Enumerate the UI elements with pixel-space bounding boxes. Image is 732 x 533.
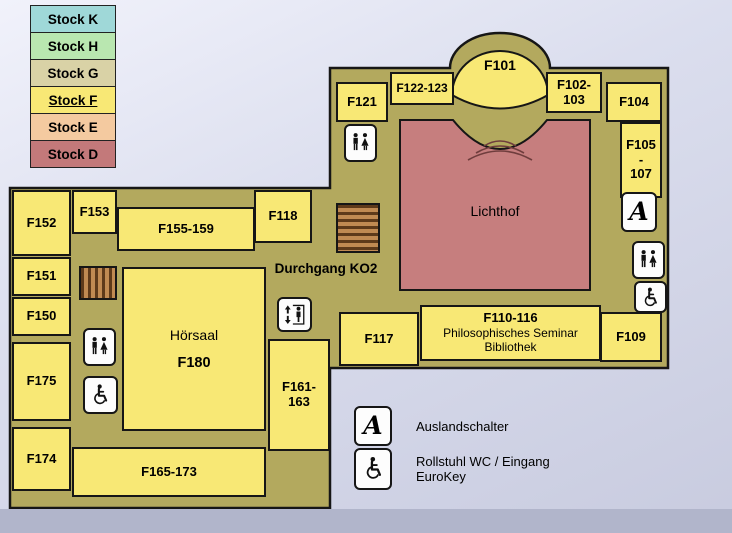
wc-glyph [92,337,108,355]
legend-row-auslandschalter: A Auslandschalter [354,406,509,446]
elevator-glyph [285,304,305,325]
floor-selector: Stock K Stock H Stock G Stock F Stock E … [30,5,116,168]
auslandschalter-icon-east: A [621,192,657,232]
auslandschalter-label: Auslandschalter [416,418,509,434]
hoersaal-name: Hörsaal [169,326,219,343]
lichthof-label: Lichthof [470,203,520,219]
room-f161-163: F161- 163 [268,339,330,451]
wheelchair-icon-east [634,281,667,313]
stairs-icon-east [336,203,380,253]
wc-glyph [641,250,657,268]
room-f101-shape [450,50,550,110]
floor-item-stock-k[interactable]: Stock K [30,5,116,33]
bibliothek-number: F110-116 [483,309,538,325]
wheelchair-icon-legend [354,448,392,490]
room-f117: F117 [339,312,419,366]
rollstuhl-label: Rollstuhl WC / Eingang EuroKey [416,454,550,484]
bibliothek-name: Bibliothek [484,340,537,355]
room-f121: F121 [336,82,388,122]
lichthof-steps-arcs [467,140,533,161]
floor-item-stock-g[interactable]: Stock G [30,59,116,87]
room-f105-107: F105 - 107 [620,122,662,198]
wc-icon-north [344,124,377,162]
room-f110-116-bibliothek: F110-116 Philosophisches Seminar Bibliot… [420,305,601,361]
bibliothek-dept: Philosophisches Seminar [443,325,578,340]
room-f118: F118 [254,190,312,243]
floor-item-stock-f[interactable]: Stock F [30,86,116,114]
room-f152: F152 [12,190,71,256]
room-f104: F104 [606,82,662,122]
wheelchair-glyph [644,287,658,306]
room-f150: F150 [12,297,71,336]
legend-row-rollstuhl: Rollstuhl WC / Eingang EuroKey [354,448,550,490]
room-f151: F151 [12,257,71,296]
room-f122-123: F122-123 [390,72,454,105]
auslandschalter-icon-legend: A [354,406,392,446]
floor-item-stock-e[interactable]: Stock E [30,113,116,141]
room-f153: F153 [72,190,117,234]
hoersaal-number: F180 [177,354,211,371]
durchgang-label: Durchgang KO2 [274,261,378,276]
letter-a-glyph: A [629,196,649,226]
floor-item-stock-h[interactable]: Stock H [30,32,116,60]
stairs-icon-west [79,266,117,300]
bottom-band [0,509,732,533]
floor-item-stock-d[interactable]: Stock D [30,140,116,168]
wheelchair-icon-west [83,376,118,414]
room-f101-label: F101 [484,57,516,73]
room-f174: F174 [12,427,71,491]
room-f109: F109 [600,312,662,362]
wc-glyph [353,133,369,151]
elevator-icon [277,297,312,332]
wheelchair-glyph [94,384,108,405]
room-f165-173: F165-173 [72,447,266,497]
wc-icon-east [632,241,665,279]
wheelchair-glyph [366,457,381,480]
room-f175: F175 [12,342,71,421]
letter-a-glyph: A [363,410,383,440]
wc-icon-west [83,328,116,366]
room-f102-103: F102- 103 [546,72,602,113]
room-f180-hoersaal: Hörsaal F180 [122,267,266,431]
room-f155-159: F155-159 [117,207,255,251]
